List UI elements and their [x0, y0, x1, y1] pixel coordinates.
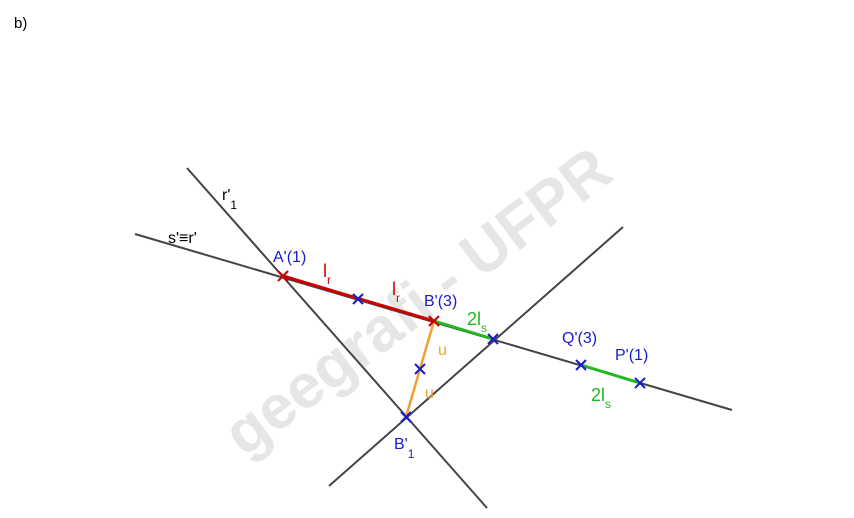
marker-Q — [575, 359, 587, 371]
marker-B — [428, 315, 440, 327]
label-2ls-2: 2ls — [591, 385, 611, 411]
segment-green-2ls-2 — [580, 363, 641, 385]
label-2ls-1: 2ls — [467, 309, 487, 335]
label-u-2: u — [425, 385, 434, 402]
label-P: P'(1) — [615, 347, 648, 364]
line-r1 — [186, 167, 488, 509]
label-s-equiv-r: s'≡r' — [168, 230, 197, 247]
label-lr-2: lr — [392, 279, 400, 305]
line-third — [328, 226, 624, 487]
watermark: geegrafi - UFPR — [211, 134, 624, 469]
label-r1: r'1 — [222, 187, 237, 212]
marker-A — [277, 270, 289, 282]
label-B1: B'1 — [394, 436, 415, 461]
marker-intersection — [487, 333, 499, 345]
label-u-1: u — [438, 342, 447, 359]
segment-green-2ls-1 — [433, 319, 494, 341]
panel-label: b) — [14, 15, 27, 32]
label-Q: Q'(3) — [562, 330, 597, 347]
marker-P — [634, 377, 646, 389]
marker-mid-red — [352, 293, 364, 305]
label-B: B'(3) — [424, 293, 457, 310]
marker-B1 — [400, 411, 412, 423]
marker-mid-orange — [414, 363, 426, 375]
label-lr-1: lr — [323, 261, 331, 287]
label-A: A'(1) — [273, 249, 306, 266]
